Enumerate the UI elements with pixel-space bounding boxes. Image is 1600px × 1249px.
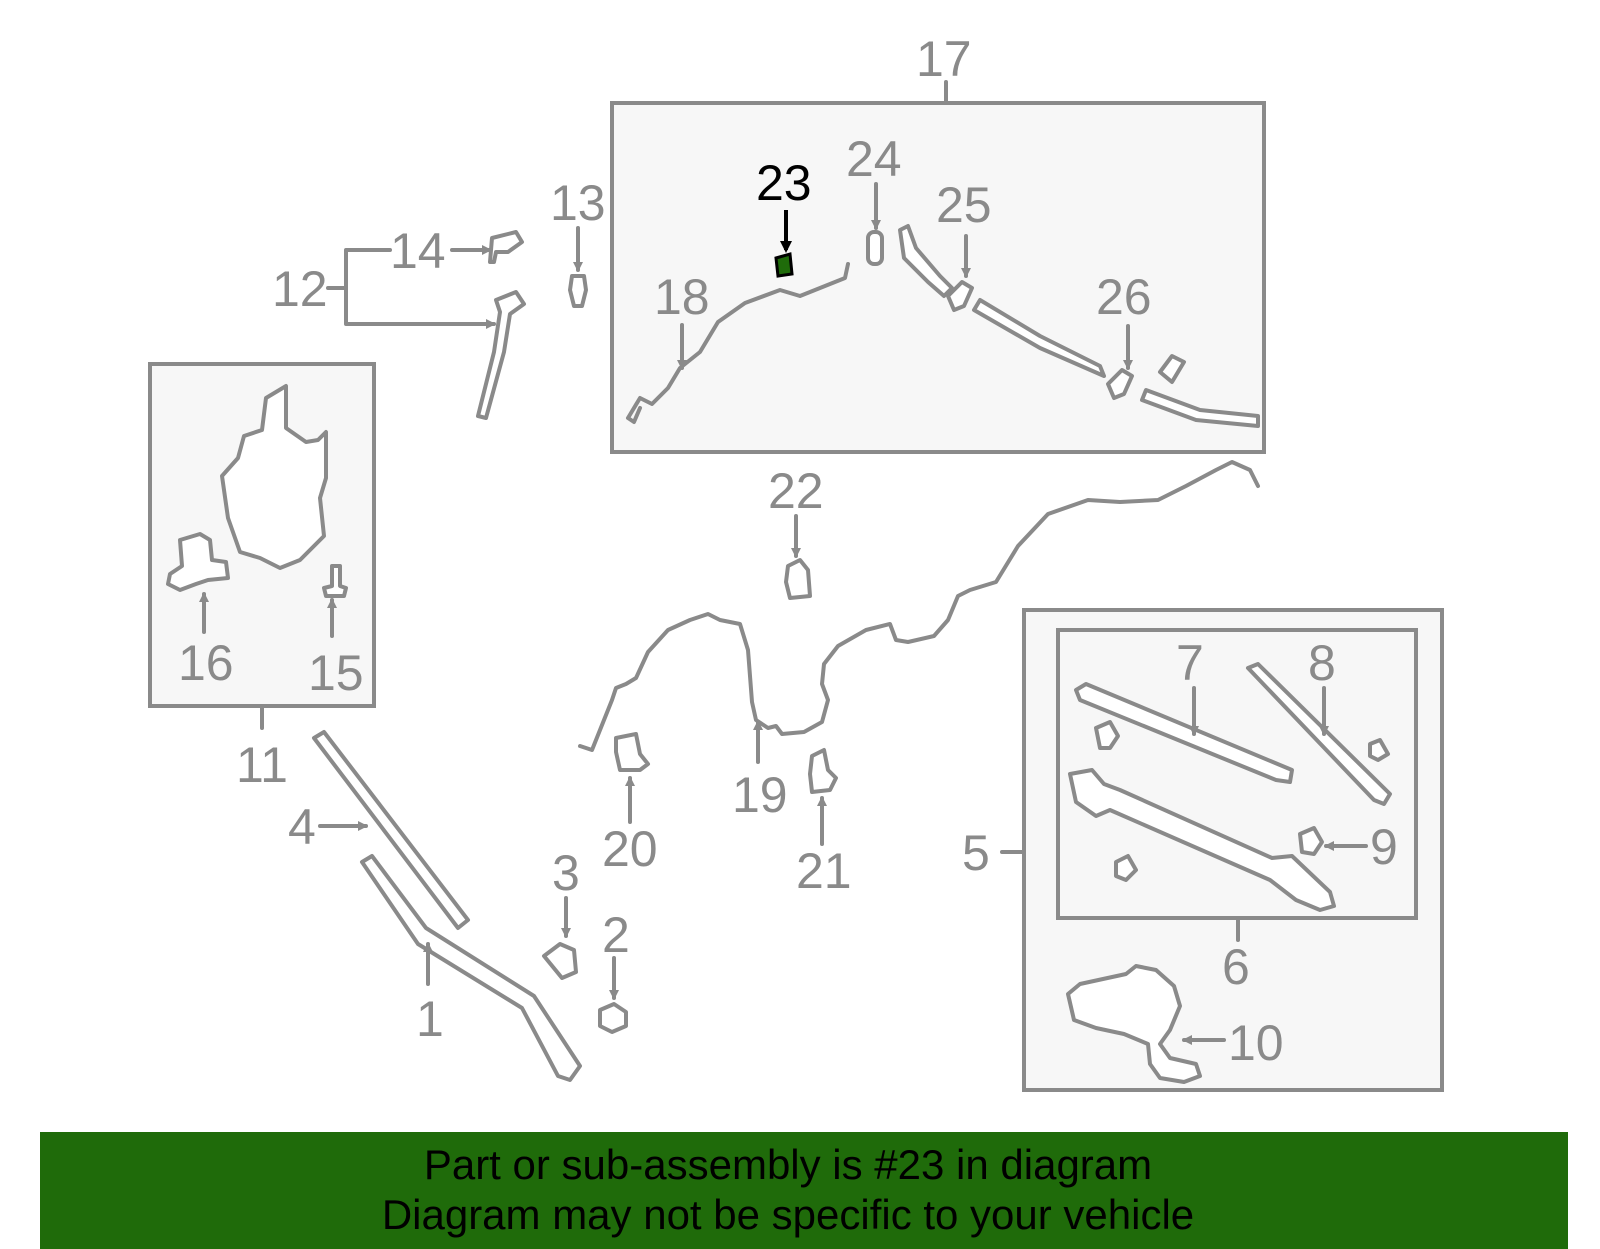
part-14 bbox=[488, 230, 524, 264]
washer-strip-2 bbox=[972, 298, 1106, 378]
info-banner: Part or sub-assembly is #23 in diagram D… bbox=[40, 1132, 1568, 1249]
linkage-main bbox=[1068, 768, 1336, 912]
label-5: 5 bbox=[962, 825, 990, 881]
label-25: 25 bbox=[936, 177, 992, 233]
wiper-motor-10 bbox=[1066, 964, 1202, 1084]
label-10: 10 bbox=[1228, 1015, 1284, 1071]
part-3 bbox=[542, 942, 578, 980]
bushing-c bbox=[1114, 854, 1138, 882]
washer-hose-19 bbox=[578, 460, 1260, 752]
part-13-clip bbox=[568, 274, 588, 308]
banner-disclaimer: Diagram may not be specific to your vehi… bbox=[381, 1191, 1195, 1238]
label-2: 2 bbox=[602, 907, 630, 963]
label-1: 1 bbox=[416, 991, 444, 1047]
label-11: 11 bbox=[236, 737, 288, 793]
label-3: 3 bbox=[552, 845, 580, 901]
label-18: 18 bbox=[654, 269, 710, 325]
label-20: 20 bbox=[602, 821, 658, 877]
label-9: 9 bbox=[1370, 819, 1398, 875]
wiper-arm-1 bbox=[360, 854, 582, 1082]
part-2-nut bbox=[598, 1002, 628, 1034]
label-17: 17 bbox=[916, 31, 972, 87]
label-26: 26 bbox=[1096, 269, 1152, 325]
label-13: 13 bbox=[550, 175, 606, 231]
callout-labels: 1 2 3 4 5 6 7 8 9 10 11 12 13 14 15 16 1… bbox=[178, 31, 1398, 1071]
label-14: 14 bbox=[390, 223, 446, 279]
label-23: 23 bbox=[756, 155, 812, 211]
label-7: 7 bbox=[1176, 635, 1204, 691]
label-12: 12 bbox=[272, 261, 328, 317]
clip-small bbox=[1158, 354, 1186, 384]
part-9 bbox=[1298, 826, 1324, 856]
label-21: 21 bbox=[796, 843, 852, 899]
banner-part-note: Part or sub-assembly is #23 in diagram bbox=[423, 1141, 1153, 1188]
link-7 bbox=[1074, 682, 1294, 784]
label-24: 24 bbox=[846, 131, 902, 187]
label-22: 22 bbox=[768, 463, 824, 519]
washer-strip bbox=[898, 224, 954, 298]
part-20 bbox=[614, 732, 650, 772]
hose-18 bbox=[626, 262, 850, 424]
washer-reservoir bbox=[220, 384, 328, 570]
pipe-12 bbox=[476, 290, 526, 420]
label-15: 15 bbox=[308, 645, 364, 701]
label-16: 16 bbox=[178, 635, 234, 691]
bushing-a bbox=[1094, 720, 1120, 750]
label-19: 19 bbox=[732, 767, 788, 823]
part-26 bbox=[1106, 368, 1134, 400]
washer-pump bbox=[166, 532, 230, 592]
part-25 bbox=[946, 280, 974, 312]
label-8: 8 bbox=[1308, 635, 1336, 691]
washer-strip-3 bbox=[1140, 388, 1260, 428]
part-21 bbox=[808, 748, 838, 794]
bushing-b bbox=[1368, 738, 1390, 762]
part-22 bbox=[784, 558, 812, 600]
label-6: 6 bbox=[1222, 939, 1250, 995]
part-24 bbox=[866, 230, 884, 266]
wiper-blade-4 bbox=[312, 730, 470, 930]
part-15-bolt bbox=[322, 564, 348, 598]
part-23-highlighted bbox=[774, 252, 794, 278]
label-4: 4 bbox=[288, 799, 316, 855]
